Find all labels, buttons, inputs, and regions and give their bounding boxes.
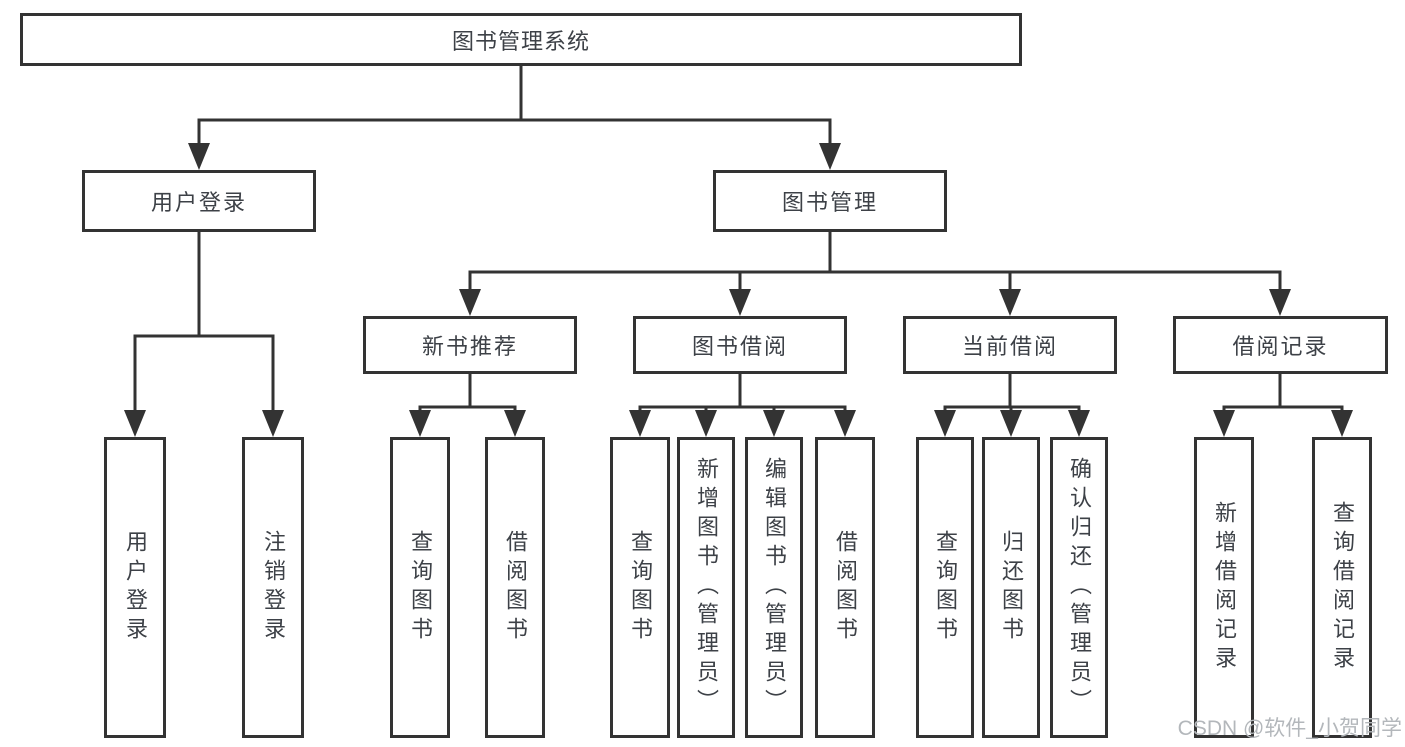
leaf-return-books: 归还图书	[982, 437, 1040, 738]
leaf-logout-label: 注销登录	[261, 529, 286, 646]
node-book-borrow: 图书借阅	[633, 316, 847, 374]
leaf-add-books-admin: 新增图书（管理员）	[677, 437, 735, 738]
node-book-borrow-label: 图书借阅	[691, 334, 788, 359]
node-book-management-label: 图书管理	[781, 190, 878, 215]
leaf-query-books-current: 查询图书	[916, 437, 974, 738]
node-new-book-recommend: 新书推荐	[363, 316, 577, 374]
node-user-login-label: 用户登录	[150, 190, 247, 215]
node-current-borrow: 当前借阅	[903, 316, 1117, 374]
leaf-add-borrow-record-label: 新增借阅记录	[1212, 500, 1237, 675]
node-borrow-records-label: 借阅记录	[1232, 334, 1329, 359]
leaf-user-login: 用户登录	[104, 437, 166, 738]
leaf-borrow-books: 借阅图书	[815, 437, 875, 738]
watermark-text: CSDN @软件_小贺同学	[1177, 717, 1402, 740]
leaf-query-books-borrow: 查询图书	[610, 437, 670, 738]
node-new-book-recommend-label: 新书推荐	[421, 334, 518, 359]
leaf-add-borrow-record: 新增借阅记录	[1194, 437, 1254, 738]
arrowheads	[124, 143, 1353, 437]
node-borrow-records: 借阅记录	[1173, 316, 1388, 374]
leaf-query-books-borrow-label: 查询图书	[628, 529, 653, 646]
leaf-confirm-return-admin: 确认归还（管理员）	[1050, 437, 1108, 738]
leaf-add-books-admin-label: 新增图书（管理员）	[694, 457, 719, 718]
node-root: 图书管理系统	[20, 13, 1022, 66]
leaf-edit-books-admin-label: 编辑图书（管理员）	[762, 457, 787, 718]
node-book-management: 图书管理	[713, 170, 947, 232]
leaf-return-books-label: 归还图书	[999, 529, 1024, 646]
node-root-label: 图书管理系统	[451, 28, 590, 54]
leaf-confirm-return-admin-label: 确认归还（管理员）	[1067, 457, 1092, 718]
leaf-borrow-books-recommend-label: 借阅图书	[503, 529, 528, 646]
leaf-borrow-books-label: 借阅图书	[833, 529, 858, 646]
leaf-edit-books-admin: 编辑图书（管理员）	[745, 437, 803, 738]
leaf-query-books-current-label: 查询图书	[933, 529, 958, 646]
leaf-query-books-recommend: 查询图书	[390, 437, 450, 738]
node-current-borrow-label: 当前借阅	[961, 334, 1058, 359]
leaf-query-borrow-record: 查询借阅记录	[1312, 437, 1372, 738]
node-user-login: 用户登录	[82, 170, 316, 232]
leaf-query-borrow-record-label: 查询借阅记录	[1330, 500, 1355, 675]
leaf-user-login-label: 用户登录	[123, 529, 148, 646]
leaf-logout: 注销登录	[242, 437, 304, 738]
leaf-borrow-books-recommend: 借阅图书	[485, 437, 545, 738]
leaf-query-books-recommend-label: 查询图书	[408, 529, 433, 646]
